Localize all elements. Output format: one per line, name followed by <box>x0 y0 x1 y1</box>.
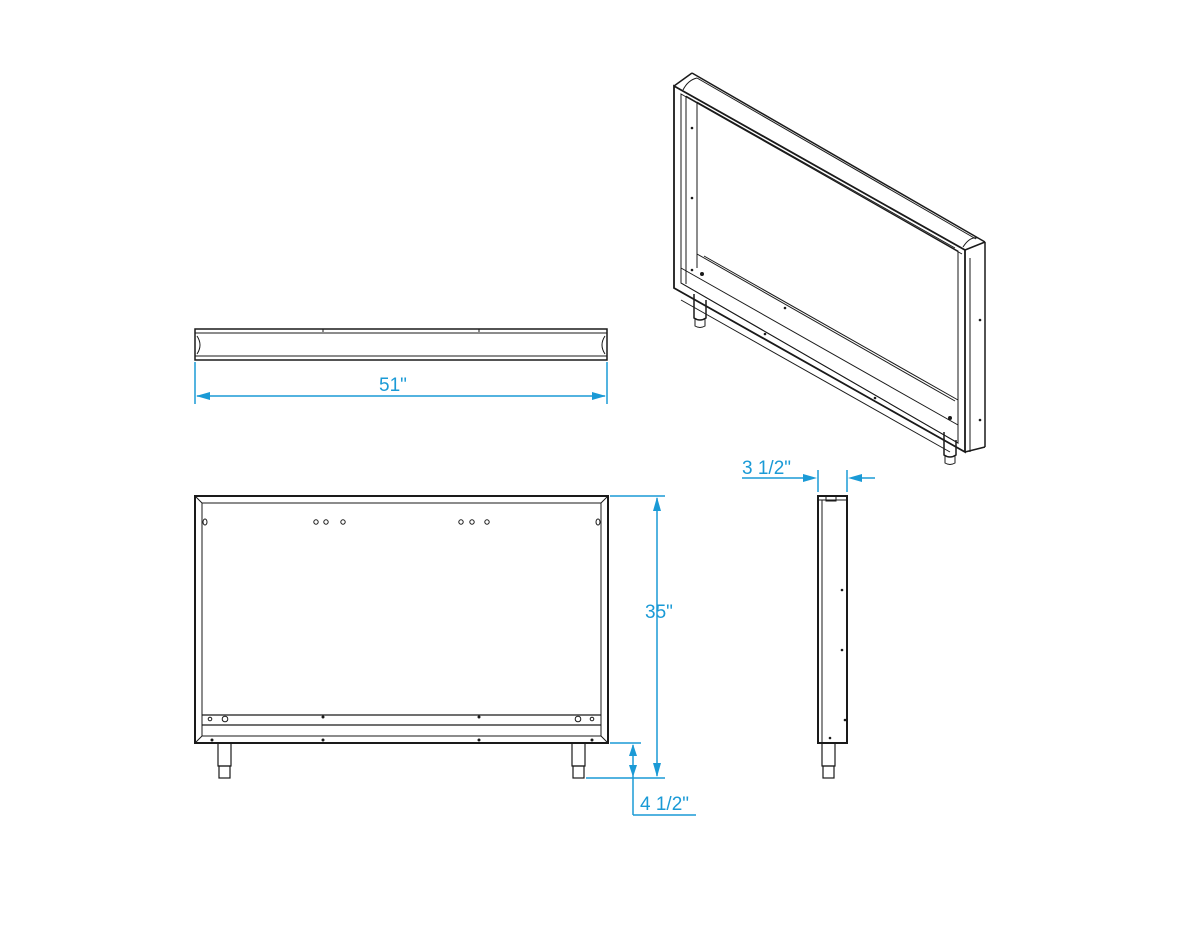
depth-dimension-label: 3 1/2" <box>742 458 791 479</box>
front-view-holes <box>202 518 601 723</box>
front-view-screws <box>210 715 594 742</box>
width-dimension <box>194 362 608 404</box>
leg-height-dimension <box>610 742 696 816</box>
side-view-screws <box>828 588 847 740</box>
depth-dimension <box>742 470 875 492</box>
side-view <box>817 495 848 779</box>
front-view <box>194 495 609 779</box>
height-dimension <box>586 495 665 779</box>
isometric-screws <box>690 126 982 422</box>
height-dimension-label: 35" <box>645 602 673 623</box>
leg-height-dimension-label: 4 1/2" <box>640 794 689 815</box>
isometric-view <box>673 72 986 465</box>
width-dimension-label: 51" <box>379 375 407 396</box>
top-view <box>194 328 608 361</box>
